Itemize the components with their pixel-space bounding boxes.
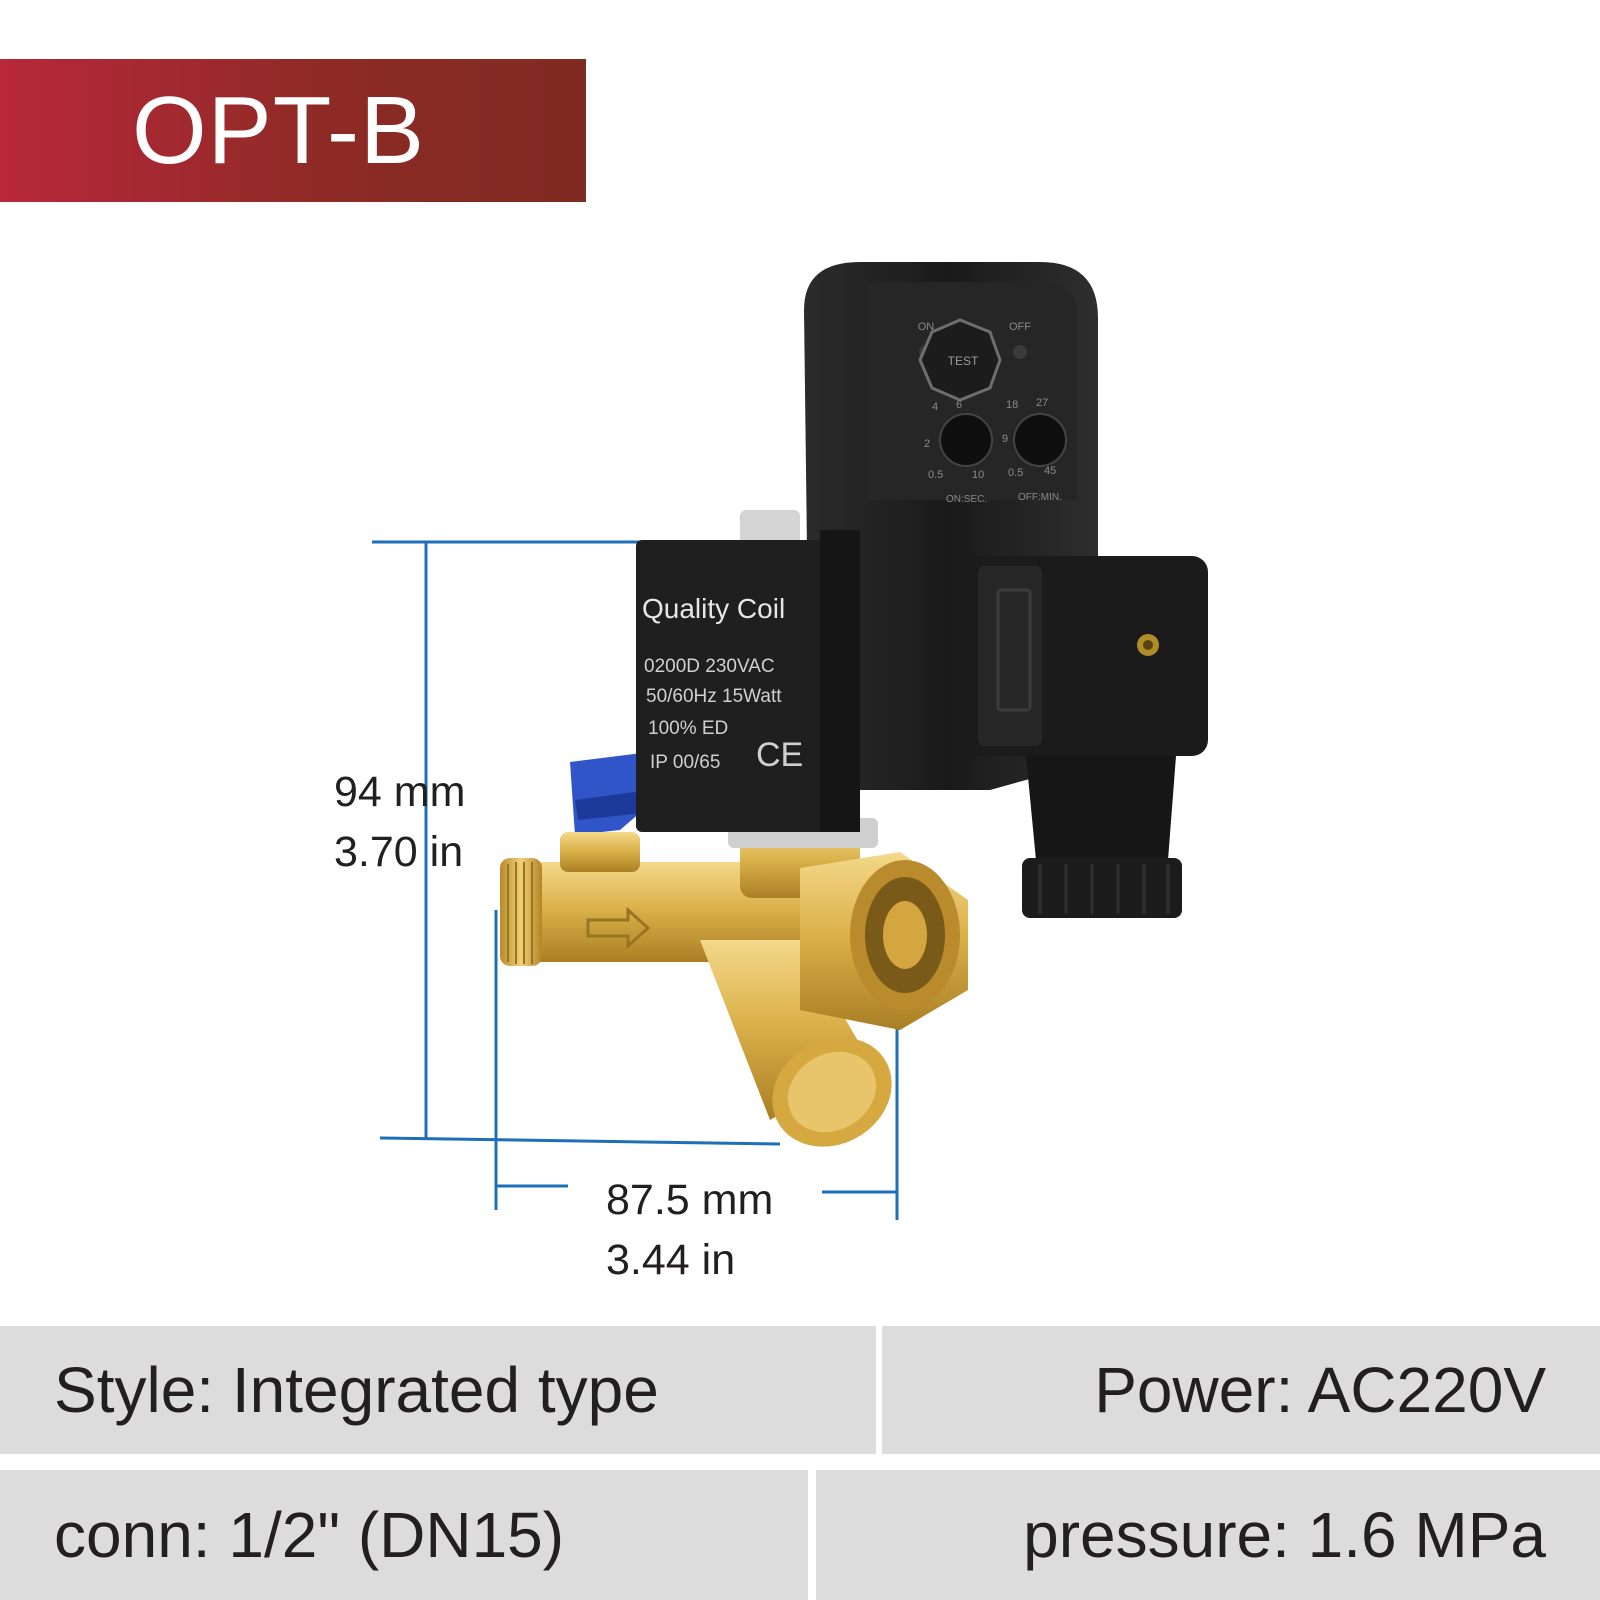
dial-caption: OFF:MIN. <box>1018 492 1062 503</box>
height-in: 3.70 in <box>334 828 464 876</box>
ce-mark: CE <box>756 736 803 774</box>
coil-spec-line: 50/60Hz 15Watt <box>646 686 782 707</box>
dial-tick: 0.5 <box>1008 467 1023 479</box>
width-mm: 87.5 mm <box>606 1176 774 1224</box>
dial-tick: 10 <box>972 469 984 481</box>
test-label: TEST <box>948 354 979 368</box>
spec-connection: conn: 1/2" (DN15) <box>0 1470 808 1600</box>
height-dimension: 94 mm 3.70 in <box>334 762 465 882</box>
spec-power-text: Power: AC220V <box>1094 1354 1546 1426</box>
spec-style: Style: Integrated type <box>0 1326 876 1454</box>
height-mm: 94 mm <box>334 768 466 816</box>
width-in: 3.44 in <box>606 1236 736 1284</box>
option-badge: OPT-B <box>0 59 586 202</box>
dial-tick: 0.5 <box>928 469 943 481</box>
width-dimension: 87.5 mm 3.44 in <box>606 1170 773 1290</box>
dial-tick: 4 <box>932 401 938 413</box>
spec-pressure: pressure: 1.6 MPa <box>816 1470 1600 1600</box>
on-label: ON <box>918 321 935 333</box>
dial-tick: 27 <box>1036 397 1048 409</box>
spec-style-text: Style: Integrated type <box>54 1354 659 1426</box>
dial-caption: ON:SEC. <box>946 494 987 505</box>
test-button <box>918 318 1002 402</box>
coil-title: Quality Coil <box>642 593 785 624</box>
dial-tick: 45 <box>1044 465 1056 477</box>
dial-tick: 18 <box>1006 399 1018 411</box>
spec-connection-text: conn: 1/2" (DN15) <box>54 1499 565 1571</box>
option-badge-label: OPT-B <box>132 76 426 184</box>
off-time-dial <box>1013 413 1067 467</box>
product-illustration: ON OFF TEST 4 6 2 0.5 10 ON:SEC. 18 27 9… <box>372 262 1208 1220</box>
spec-pressure-text: pressure: 1.6 MPa <box>1023 1499 1546 1571</box>
off-label: OFF <box>1009 321 1031 333</box>
solenoid-coil: Quality Coil 0200D 230VAC 50/60Hz 15Watt… <box>636 530 860 832</box>
coil-spec-line: 0200D 230VAC <box>644 656 775 677</box>
dial-tick: 6 <box>956 399 962 411</box>
coil-spec-line: 100% ED <box>648 718 728 739</box>
din-connector <box>956 556 1208 918</box>
dial-tick: 9 <box>1002 433 1008 445</box>
dial-tick: 2 <box>924 438 930 450</box>
coil-spec-line: IP 00/65 <box>650 752 720 773</box>
spec-power: Power: AC220V <box>882 1326 1600 1454</box>
on-time-dial <box>939 413 993 467</box>
